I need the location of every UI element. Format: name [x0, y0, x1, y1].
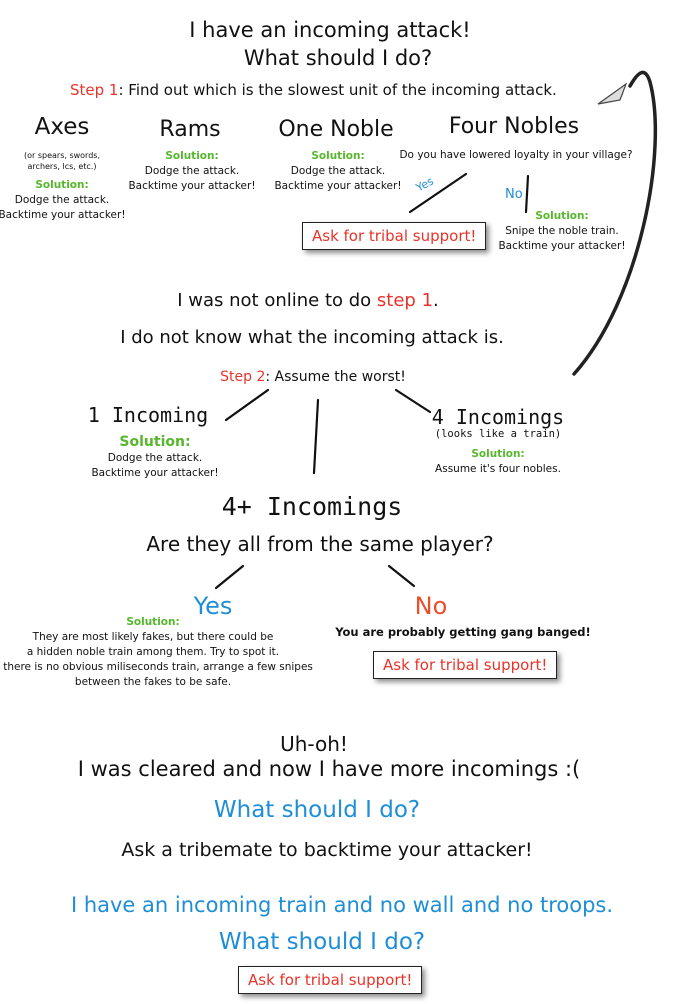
same-player-yes-line2: a hidden noble train among them. Try to …: [26, 646, 280, 658]
four-nobles-title: Four Nobles: [448, 114, 580, 139]
axes-note-line2: archers, lcs, etc.): [27, 162, 97, 171]
rams-solution-line1: Dodge the attack.: [144, 165, 240, 177]
four-incomings-title: 4 Incomings: [431, 405, 565, 429]
four-incomings-subtitle: (looks like a train): [434, 428, 562, 440]
same-player-yes-line4: between the fakes to be safe.: [74, 676, 232, 688]
four-incomings-solution-line1: Assume it's four nobles.: [435, 463, 561, 475]
same-player-yes-label: Yes: [193, 592, 233, 620]
cleared-line2: I was cleared and now I have more incomi…: [77, 757, 581, 781]
step1-label: Step 1: [70, 81, 119, 99]
step2-right-line: [394, 388, 432, 414]
axes-solution-label: Solution:: [35, 179, 89, 191]
yes-line: [214, 564, 245, 590]
offline-line1-suffix: .: [433, 290, 439, 311]
axes-note-line1: (or spears, swords,: [23, 151, 101, 160]
four-incomings-solution-label: Solution:: [471, 448, 525, 460]
one-incoming-title: 1 Incoming: [87, 403, 209, 427]
four-nobles-question: Do you have lowered loyalty in your vill…: [399, 149, 633, 161]
four-nobles-yes-label: Yes: [413, 174, 436, 195]
four-nobles-no-label: No: [505, 187, 523, 202]
same-player-no-label: No: [414, 592, 448, 620]
step2-left-line: [224, 388, 270, 422]
ask-tribal-support-button-2[interactable]: Ask for tribal support!: [373, 651, 558, 679]
ask-tribal-support-button-1[interactable]: Ask for tribal support!: [302, 222, 487, 250]
four-nobles-no-solution-line1: Snipe the noble train.: [505, 225, 619, 237]
one-noble-solution-line2: Backtime your attacker!: [274, 180, 402, 192]
step2-label: Step 2: [220, 369, 266, 385]
offline-line1-step: step 1: [376, 290, 434, 311]
rams-solution-line2: Backtime your attacker!: [128, 180, 256, 192]
rams-solution-label: Solution:: [165, 150, 219, 162]
step2-center-line: [312, 398, 320, 475]
one-incoming-solution-line2: Backtime your attacker!: [91, 467, 219, 479]
four-plus-incomings-title: 4+ Incomings: [221, 492, 403, 521]
same-player-yes-line1: They are most likely fakes, but there co…: [32, 631, 274, 643]
axes-solution-line1: Dodge the attack.: [14, 194, 110, 206]
train-line2: What should I do?: [218, 929, 426, 955]
no-branch-line: [524, 174, 530, 214]
four-nobles-no-solution-line2: Backtime your attacker!: [498, 240, 626, 252]
step2-row: Step 2: Assume the worst!: [220, 369, 406, 385]
one-noble-solution-label: Solution:: [311, 150, 365, 162]
offline-line2: I do not know what the incoming attack i…: [120, 327, 504, 348]
train-line1: I have an incoming train and no wall and…: [70, 893, 614, 917]
ask-tribal-support-button-3[interactable]: Ask for tribal support!: [238, 966, 423, 994]
axes-title: Axes: [34, 114, 90, 140]
page-title-line2: What should I do?: [243, 46, 433, 70]
one-incoming-solution-line1: Dodge the attack.: [107, 452, 203, 464]
same-player-no-line1: You are probably getting gang banged!: [335, 625, 591, 639]
step1-row: Step 1: Find out which is the slowest un…: [70, 81, 557, 99]
four-nobles-no-solution-label: Solution:: [535, 210, 589, 222]
page-title-line1: I have an incoming attack!: [189, 18, 471, 42]
four-plus-question: Are they all from the same player?: [146, 532, 494, 556]
cleared-question: What should I do?: [213, 797, 421, 823]
offline-line1-prefix: I was not online to do: [177, 290, 377, 311]
cleared-line1: Uh-oh!: [280, 732, 348, 756]
one-noble-title: One Noble: [278, 117, 394, 142]
cleared-answer: Ask a tribemate to backtime your attacke…: [121, 839, 533, 861]
one-incoming-solution-label: Solution:: [119, 434, 191, 450]
step1-text: : Find out which is the slowest unit of …: [118, 81, 557, 99]
no-line: [387, 564, 416, 588]
step2-text: : Assume the worst!: [265, 369, 406, 385]
offline-line1: I was not online to do step 1.: [177, 290, 439, 311]
rams-title: Rams: [159, 117, 221, 142]
axes-solution-line2: Backtime your attacker!: [0, 209, 126, 221]
one-noble-solution-line1: Dodge the attack.: [290, 165, 386, 177]
return-arrow-head: [597, 82, 628, 105]
same-player-yes-solution-label: Solution:: [126, 616, 180, 628]
same-player-yes-line3: If there is no obvious miliseconds train…: [0, 661, 313, 673]
